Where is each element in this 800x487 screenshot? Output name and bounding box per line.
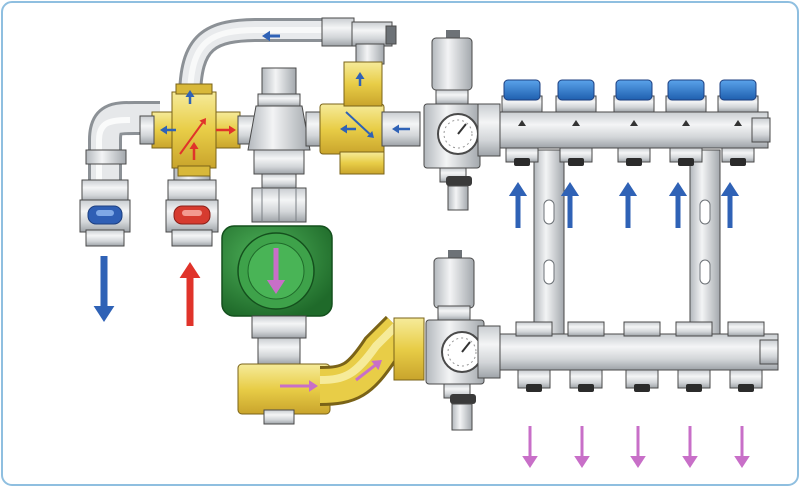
supply-outlet — [717, 79, 759, 166]
arrow-right-icon — [216, 125, 236, 135]
arrow-right-icon — [355, 360, 382, 382]
supply-outlets — [501, 79, 759, 166]
return-outlet — [623, 321, 661, 392]
arrow-up-icon — [508, 182, 528, 228]
return-outlets — [515, 321, 765, 392]
top-air-vent — [431, 30, 473, 105]
return-elbow — [85, 101, 160, 180]
bottom-air-vent — [433, 250, 475, 321]
arrow-right-icon — [179, 118, 206, 155]
arrow-right-icon — [345, 111, 374, 138]
brackets — [533, 149, 721, 351]
bottom-gauge-block — [425, 319, 485, 431]
return-manifold — [477, 325, 779, 379]
top-gauge-block — [423, 103, 481, 211]
arrow-down-icon — [522, 426, 538, 468]
valve-cap — [615, 79, 653, 101]
return-outlet — [675, 321, 713, 392]
arrow-up-icon — [720, 182, 740, 228]
lower-return-pipe — [237, 315, 425, 425]
arrow-up-icon — [668, 182, 688, 228]
valve-cap — [503, 79, 541, 101]
return-outlet — [727, 321, 765, 392]
arrow-right-icon — [280, 380, 318, 392]
supply-outlet — [501, 79, 543, 166]
valve-cap — [557, 79, 595, 101]
arrow-left-icon — [392, 124, 410, 134]
supply-outlet — [665, 79, 707, 166]
arrow-down-icon — [734, 426, 750, 468]
arrow-left-icon — [340, 124, 356, 134]
flow-indicator-icon — [518, 120, 526, 126]
arrow-up-icon — [618, 182, 638, 228]
arrow-up-icon — [355, 72, 365, 86]
flow-indicator-icon — [682, 120, 690, 126]
bypass-pipe — [178, 17, 397, 101]
valve-cap — [667, 79, 705, 101]
arrow-down-icon — [630, 426, 646, 468]
arrow-left-icon — [262, 30, 280, 42]
arrow-up-icon — [179, 262, 201, 326]
return-outlet — [515, 321, 553, 392]
arrow-down-icon — [574, 426, 590, 468]
flow-indicator-icon — [734, 120, 742, 126]
supply-manifold — [477, 103, 771, 157]
return-outlet — [567, 321, 605, 392]
arrow-left-icon — [160, 125, 176, 135]
flow-indicator-icon — [572, 120, 580, 126]
supply-outlet — [613, 79, 655, 166]
arrow-down-icon — [682, 426, 698, 468]
arrow-down-icon — [93, 256, 115, 322]
valve-cap — [719, 79, 757, 101]
arrow-up-icon — [189, 142, 199, 160]
blue-ball-valve — [79, 179, 131, 247]
flow-indicator-icon — [630, 120, 638, 126]
flow-arrows — [93, 30, 750, 468]
arrow-up-icon — [560, 182, 580, 228]
arrow-down-icon — [266, 248, 286, 294]
supply-outlet — [555, 79, 597, 166]
arrow-up-icon — [185, 90, 195, 104]
